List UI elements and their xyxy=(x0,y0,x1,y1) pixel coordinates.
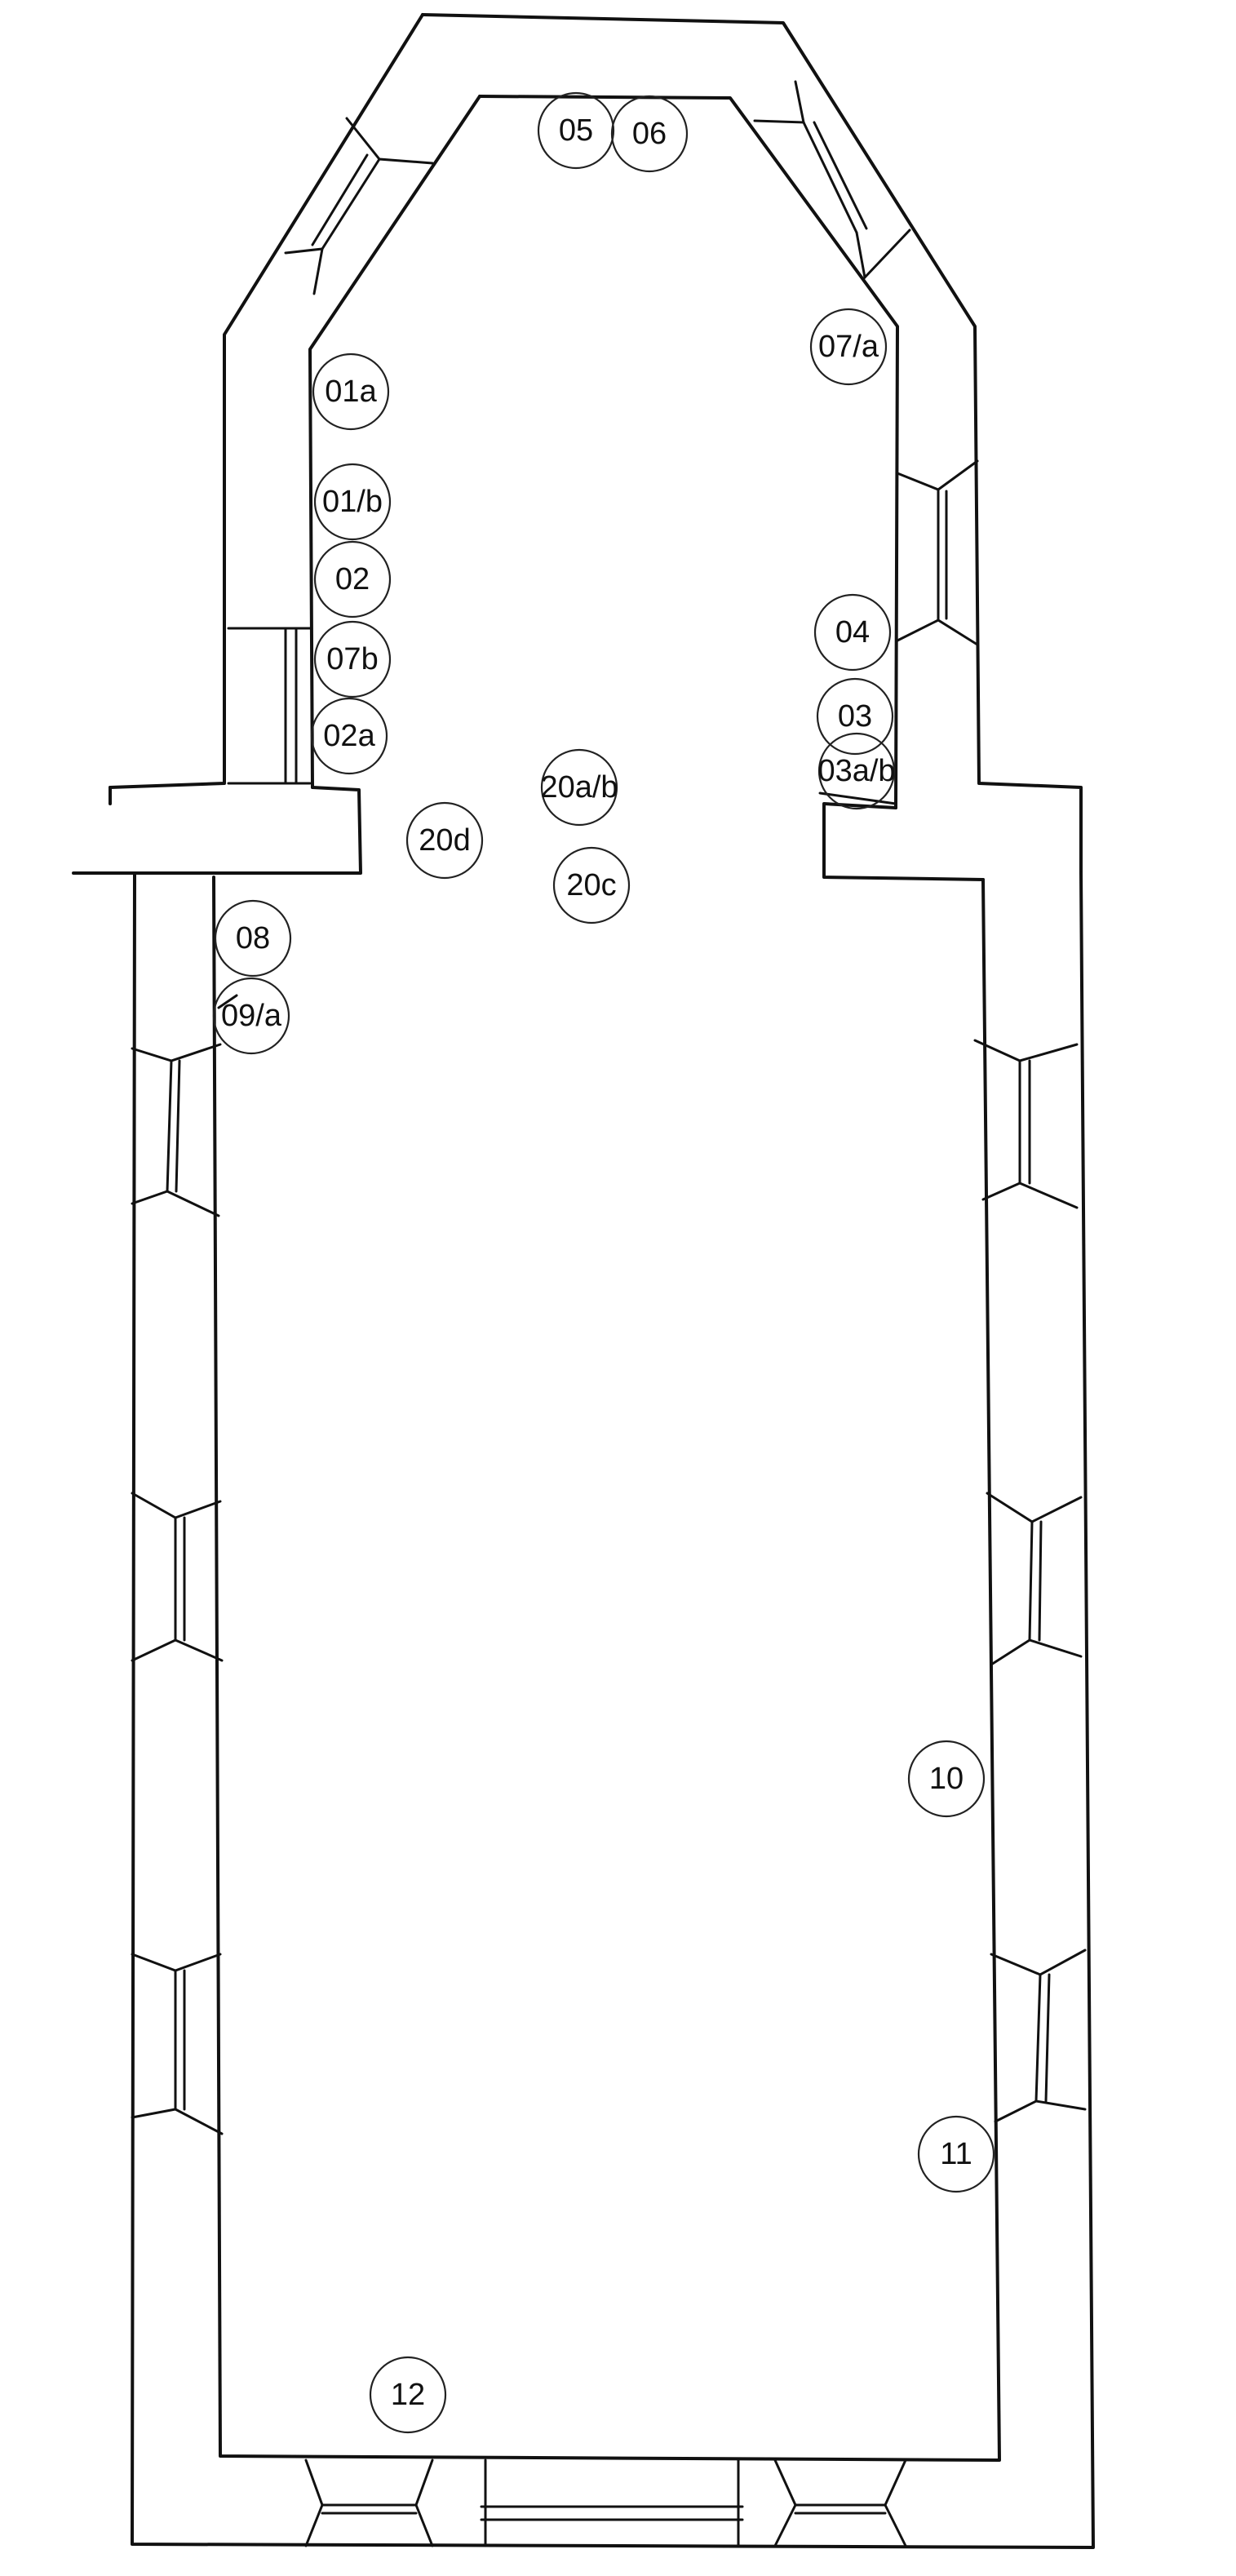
west-door xyxy=(480,2459,744,2547)
marker-02: 02 xyxy=(313,540,392,619)
west-window-right xyxy=(773,2459,907,2547)
marker-20ab: 20a/b xyxy=(540,748,618,827)
survey-markers: 05 06 07/a 01a 01/b 02 07b 02a 04 03 03a/b 20a/b 20d… xyxy=(212,91,995,2434)
apse-window-right xyxy=(753,80,911,281)
marker-label: 08 xyxy=(236,921,270,955)
marker-05: 05 xyxy=(537,91,615,170)
marker-label: 04 xyxy=(835,615,870,650)
marker-02a: 02a xyxy=(310,697,388,775)
marker-07b: 07b xyxy=(313,620,392,698)
marker-03: 03 xyxy=(816,677,894,756)
marker-circle xyxy=(537,91,615,170)
nave-window-left-1 xyxy=(131,1043,222,1217)
marker-circle xyxy=(552,846,631,924)
marker-label: 01/b xyxy=(322,485,383,519)
chancel-window-right xyxy=(896,459,979,646)
marker-label: 11 xyxy=(940,2137,972,2171)
marker-circle xyxy=(816,677,894,756)
marker-label: 05 xyxy=(559,113,593,148)
nave-window-right-3 xyxy=(990,1949,1087,2123)
nave-walls xyxy=(131,871,1095,2549)
marker-label: 20d xyxy=(419,823,470,858)
marker-03ab: 03a/b xyxy=(817,732,896,810)
marker-label: 09/a xyxy=(221,999,282,1033)
nave-window-left-3 xyxy=(131,1953,224,2135)
marker-label: 20c xyxy=(566,868,616,902)
marker-circle xyxy=(610,95,689,173)
apse-window-left xyxy=(284,117,434,295)
nave-window-right-2 xyxy=(986,1492,1083,1666)
marker-08: 08 xyxy=(214,899,292,978)
marker-circle xyxy=(312,352,390,431)
nave-window-right-1 xyxy=(973,1039,1079,1209)
marker-01a: 01a xyxy=(312,352,390,431)
marker-circle xyxy=(917,2115,995,2193)
marker-label: 07/a xyxy=(818,330,879,364)
marker-label: 03a/b xyxy=(817,754,895,788)
marker-10: 10 xyxy=(907,1740,986,1818)
chancel-walls xyxy=(72,13,1083,881)
chancel-inner-wall-left xyxy=(308,95,481,789)
chancel-step-right-slash xyxy=(818,791,897,805)
marker-09a-leader xyxy=(217,994,238,1009)
marker-circle xyxy=(310,697,388,775)
nave-inner-wall xyxy=(212,876,1001,2462)
marker-label: 03 xyxy=(838,699,872,734)
marker-12: 12 xyxy=(369,2356,447,2434)
marker-circle xyxy=(369,2356,447,2434)
nave-outer-wall xyxy=(131,871,1095,2549)
marker-label: 07b xyxy=(326,642,378,676)
marker-circle xyxy=(313,620,392,698)
marker-circle xyxy=(313,540,392,619)
marker-circle xyxy=(907,1740,986,1818)
marker-01b: 01/b xyxy=(313,463,392,541)
chancel-opening-left xyxy=(227,627,312,785)
marker-11: 11 xyxy=(917,2115,995,2193)
chancel-outer-wall-left xyxy=(109,13,424,789)
marker-circle xyxy=(214,899,292,978)
marker-label: 01a xyxy=(325,375,377,409)
marker-circle xyxy=(405,801,484,880)
marker-label: 10 xyxy=(929,1762,964,1796)
marker-label: 20a/b xyxy=(540,770,618,805)
marker-09a: 09/a xyxy=(212,977,290,1055)
marker-circle xyxy=(212,977,290,1055)
marker-circle xyxy=(313,463,392,541)
marker-20d: 20d xyxy=(405,801,484,880)
marker-circle xyxy=(540,748,618,827)
marker-circle xyxy=(809,308,888,386)
nave-window-left-2 xyxy=(131,1492,224,1662)
west-window-left xyxy=(304,2459,434,2547)
marker-label: 02a xyxy=(323,719,375,753)
marker-06: 06 xyxy=(610,95,689,173)
marker-circle xyxy=(817,732,896,810)
marker-label: 02 xyxy=(335,562,370,596)
chancel-outer-wall xyxy=(421,13,1083,875)
chancel-inner-wall xyxy=(478,95,899,809)
marker-20c: 20c xyxy=(552,846,631,924)
chancel-step-right xyxy=(822,802,985,881)
marker-label: 12 xyxy=(391,2378,425,2412)
marker-04: 04 xyxy=(813,593,892,672)
marker-circle xyxy=(813,593,892,672)
marker-label: 06 xyxy=(632,117,667,151)
marker-07a: 07/a xyxy=(809,308,888,386)
chancel-step-left xyxy=(72,786,362,875)
